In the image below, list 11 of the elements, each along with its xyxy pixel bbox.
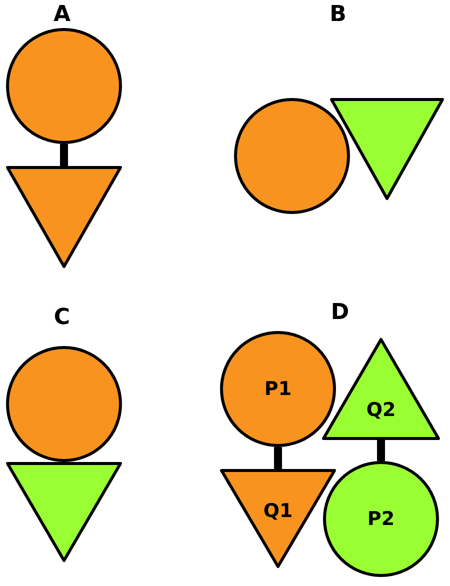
panel-letter: B: [328, 2, 348, 28]
connector-line: [60, 144, 68, 166]
panel-letter: A: [52, 2, 72, 28]
panel-letter: D: [330, 300, 350, 326]
connector-line: [377, 440, 385, 461]
connector-line: [274, 447, 282, 469]
node-label: P2: [366, 507, 396, 531]
node-label: Q2: [365, 398, 397, 422]
node-label: P1: [263, 377, 293, 401]
panel-letter: C: [52, 305, 72, 331]
node-label: Q1: [262, 499, 294, 523]
